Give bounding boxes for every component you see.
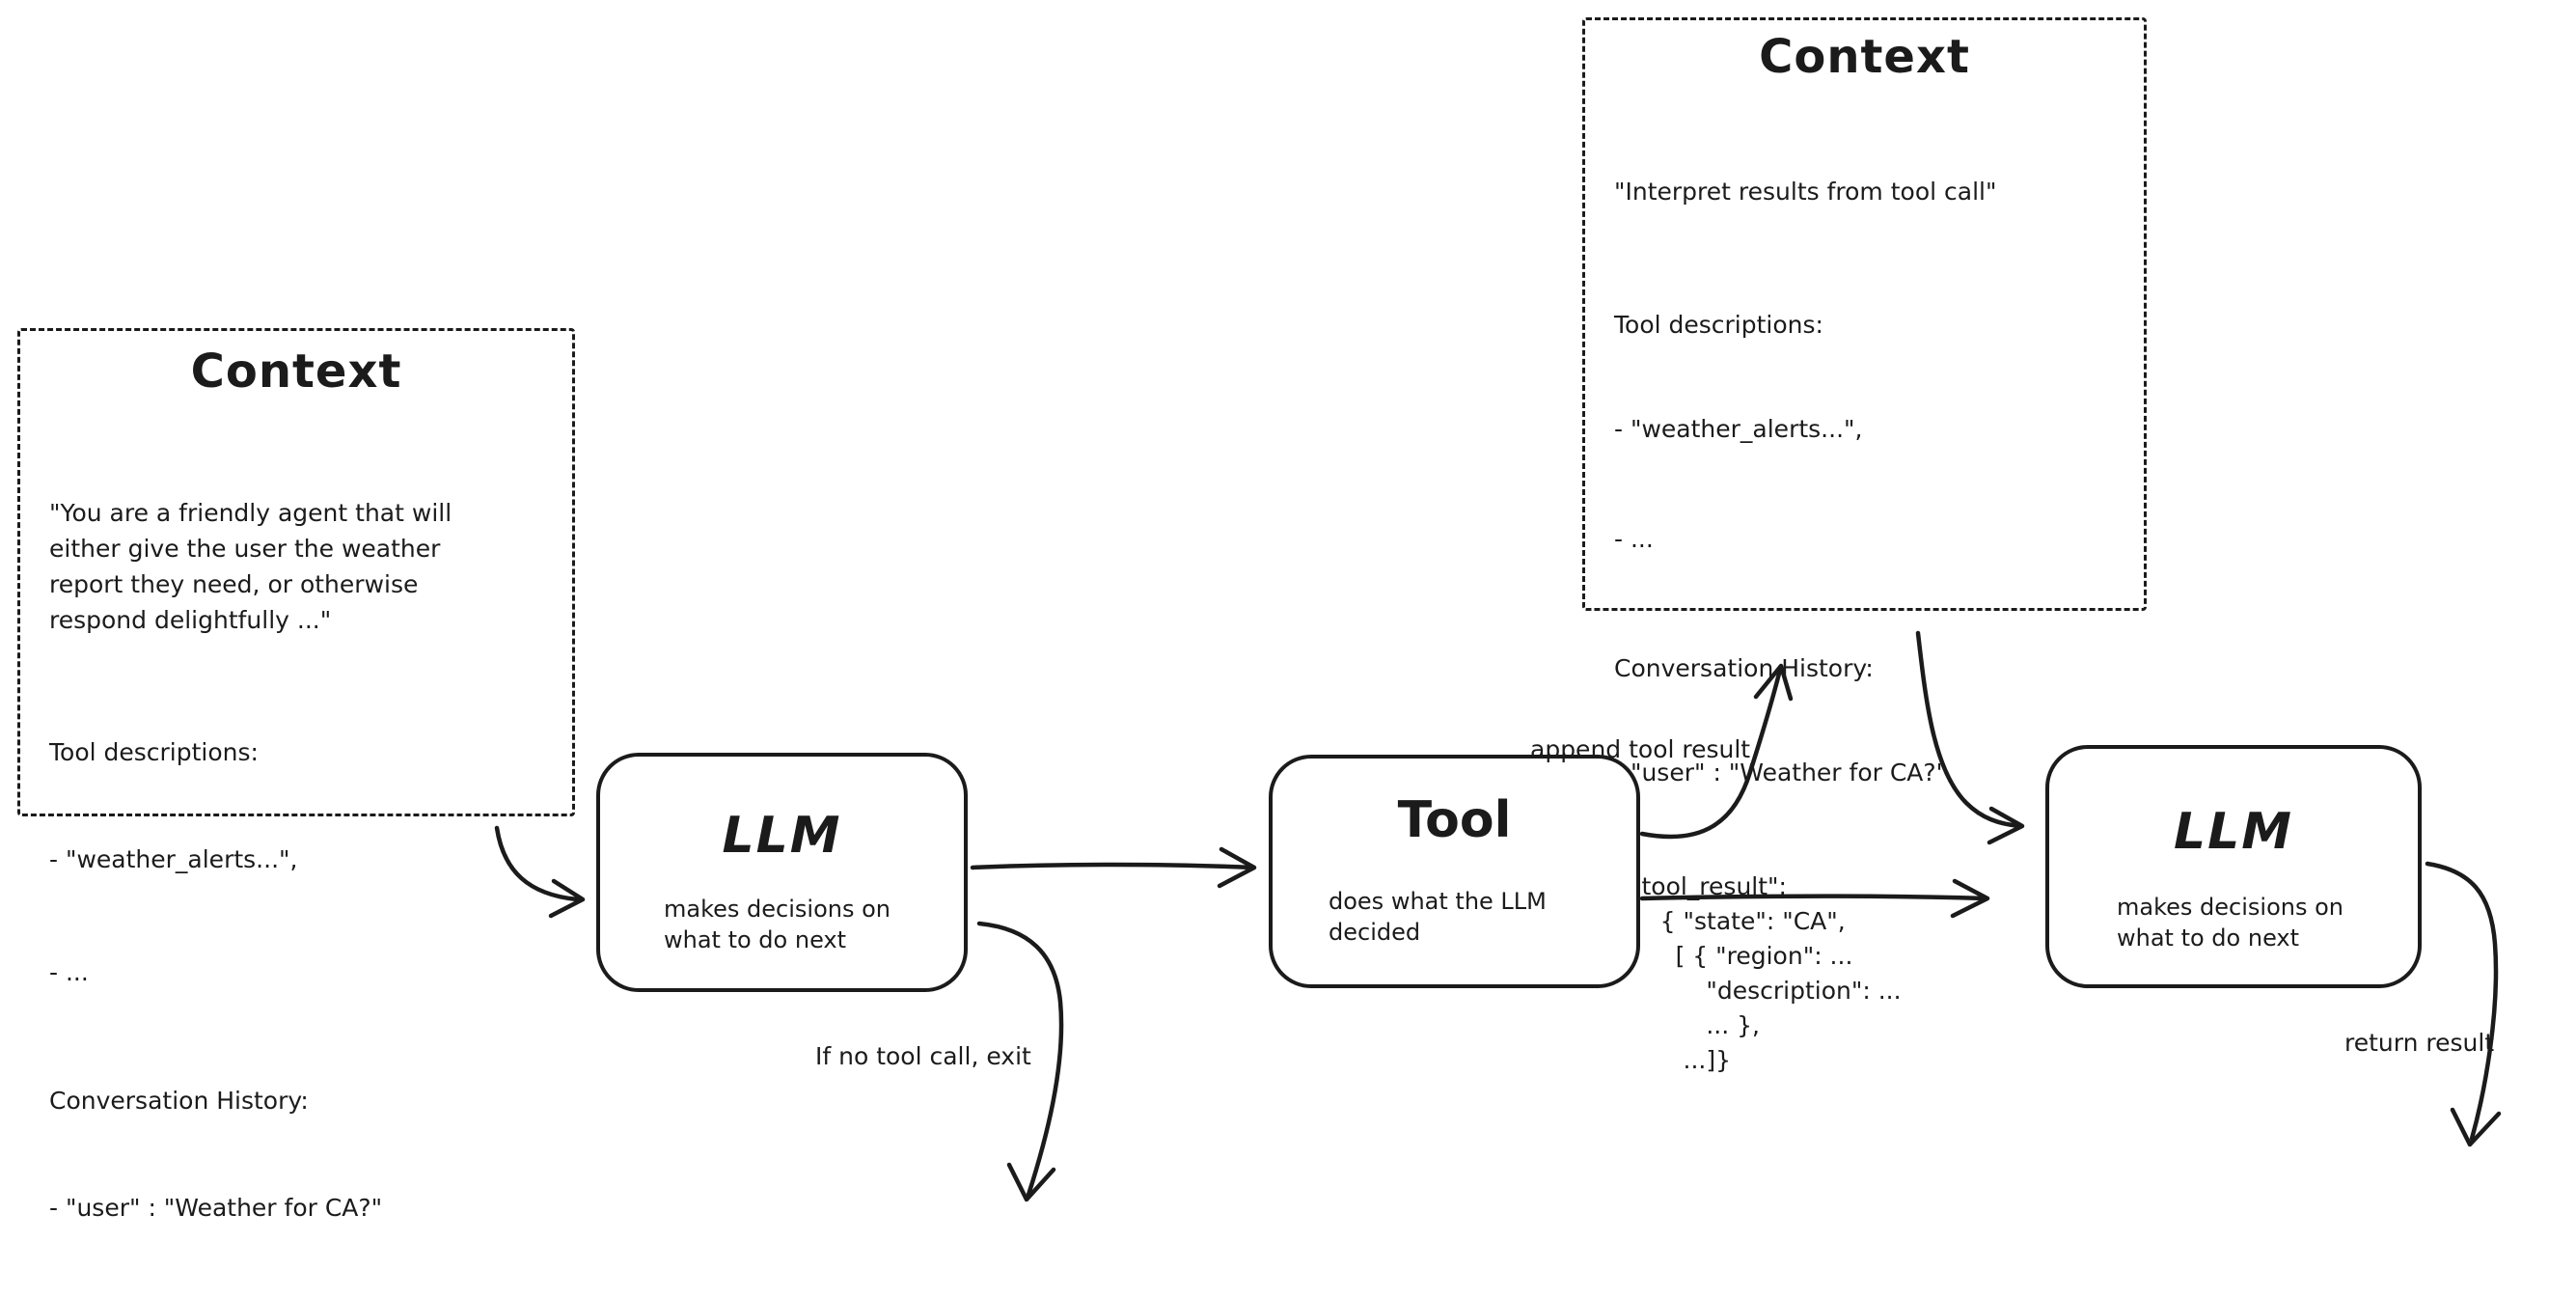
- tool-description-item: - "weather_alerts...",: [1614, 415, 1863, 443]
- arrowhead-up-icon: [1753, 663, 1794, 702]
- tool-title: Tool: [1397, 791, 1512, 849]
- edge-shaft: [1639, 667, 1783, 840]
- tool-description-more: - ...: [49, 958, 89, 986]
- conversation-user-message: - "user" : "Weather for CA?": [1614, 759, 1948, 786]
- llm-first-title: LLM: [722, 807, 842, 865]
- label-no-tool-call-exit: If no tool call, exit: [815, 1042, 1031, 1070]
- tool-subtitle: does what the LLM decided: [1329, 888, 1547, 946]
- llm-second-title: LLM: [2173, 803, 2293, 861]
- edge-tool-to-llm2-arrow: [1639, 878, 1990, 919]
- context-left-body: "You are a friendly agent that will eith…: [49, 424, 559, 1297]
- tool-descriptions-header: Tool descriptions:: [49, 738, 259, 766]
- edge-llm1-to-tool-arrow: [970, 846, 1257, 889]
- context-box-top: Context "Interpret results from tool cal…: [1582, 17, 2147, 1074]
- edge-context-top-to-llm2-arrow: [1915, 630, 2025, 845]
- node-llm-second: LLM makes decisions on what to do next: [2045, 745, 2422, 988]
- context-top-body: "Interpret results from tool call" Tool …: [1614, 105, 2130, 1147]
- edge-shaft: [494, 825, 580, 902]
- edge-context-left-to-llm1-arrow: [494, 825, 586, 919]
- arrowhead-right-icon: [548, 878, 586, 919]
- node-llm-first: LLM makes decisions on what to do next: [596, 753, 968, 992]
- edges-layer: [494, 630, 2502, 1202]
- context-box-left: Context "You are a friendly agent that w…: [17, 328, 575, 1222]
- context-left-title: Context: [190, 345, 402, 399]
- edge-shaft: [2425, 861, 2499, 1142]
- node-tool: Tool does what the LLM decided: [1269, 755, 1640, 988]
- edge-shaft: [1639, 894, 1988, 901]
- tool-description-item: - "weather_alerts...",: [49, 845, 298, 873]
- conversation-header: Conversation History:: [49, 1087, 309, 1115]
- system-prompt-text: "You are a friendly agent that will eith…: [49, 499, 452, 634]
- arrowhead-right-icon: [1217, 846, 1257, 889]
- conversation-user-message: - "user" : "Weather for CA?": [49, 1194, 383, 1222]
- tool-description-more: - ...: [1614, 525, 1654, 553]
- edge-shaft: [976, 921, 1064, 1198]
- llm-second-subtitle: makes decisions on what to do next: [2117, 894, 2343, 952]
- edge-tool-to-context-top-arrow: [1639, 663, 1794, 840]
- arrowhead-right-icon: [1950, 878, 1990, 919]
- arrowhead-down-icon: [1006, 1162, 1056, 1202]
- llm-first-subtitle: makes decisions on what to do next: [664, 896, 891, 953]
- edge-llm1-exit-arrow: [976, 921, 1064, 1202]
- edge-shaft: [1915, 630, 2023, 829]
- edge-llm2-return-arrow: [2425, 861, 2502, 1147]
- context-top-title: Context: [1759, 30, 1970, 84]
- label-return-result: return result: [2344, 1029, 2495, 1057]
- arrowhead-down-icon: [2450, 1107, 2502, 1147]
- edge-shaft: [970, 862, 1255, 870]
- label-append-tool-result: append tool result: [1530, 735, 1751, 763]
- system-prompt-text: "Interpret results from tool call": [1614, 178, 1997, 206]
- arrowhead-right-icon: [1987, 806, 2025, 845]
- diagram-canvas: Context "You are a friendly agent that w…: [17, 17, 2502, 1222]
- tool-descriptions-header: Tool descriptions:: [1614, 311, 1823, 339]
- conversation-tool-result: - "tool_result": { "state": "CA", [ { "r…: [1614, 872, 1902, 1074]
- conversation-header: Conversation History:: [1614, 654, 1874, 682]
